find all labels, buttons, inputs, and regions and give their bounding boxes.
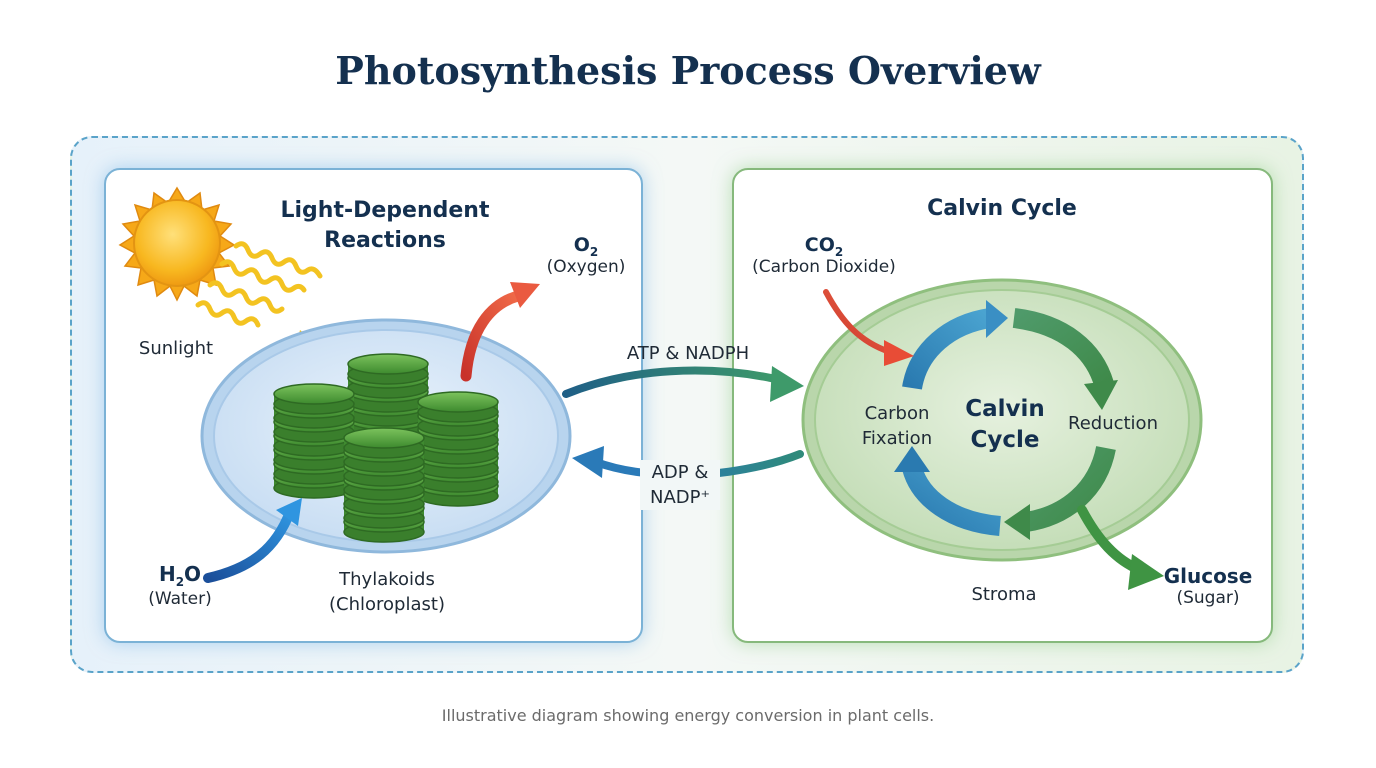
oxygen-formula: O2 [573, 234, 599, 259]
thylakoids-line2: (Chloroplast) [329, 594, 445, 615]
sun-icon [118, 186, 236, 302]
thylakoids-line1: Thylakoids [339, 569, 435, 590]
calvin-cycle-arrows [902, 308, 1116, 536]
carbon-fixation-line2: Fixation [861, 428, 933, 449]
thylakoids-label: Thylakoids (Chloroplast) [312, 567, 462, 617]
calvin-cycle-arrowheads [894, 300, 1118, 540]
calvin-cycle-heading: Calvin Cycle [927, 196, 1077, 221]
oxygen-name: (Oxygen) [546, 256, 626, 277]
carbon-dioxide-label: CO2 (Carbon Dioxide) [744, 234, 904, 277]
carbon-dioxide-formula: CO2 [804, 234, 844, 259]
granum-stack [417, 391, 499, 507]
thylakoid-stacks [273, 353, 499, 543]
calvin-center-line2: Cycle [970, 427, 1040, 453]
water-name: (Water) [148, 589, 212, 609]
thylakoid-disk [343, 427, 425, 449]
carbon-dioxide-name: (Carbon Dioxide) [752, 256, 896, 277]
adp-nadp-label: ADP & NADP⁺ [640, 460, 720, 510]
calvin-cycle-center-label: Calvin Cycle [950, 394, 1060, 456]
glucose-arrow [1077, 505, 1164, 590]
water-arrow [203, 498, 302, 583]
light-dependent-heading: Light-Dependent Reactions [270, 196, 500, 256]
page-title: Photosynthesis Process Overview [335, 48, 1041, 93]
granum-stack [273, 383, 355, 499]
calvin-center-line1: Calvin [965, 396, 1045, 422]
carbon-fixation-line1: Carbon [864, 403, 930, 424]
oxygen-arrow [460, 282, 540, 382]
glucose-label: Glucose (Sugar) [1156, 564, 1260, 608]
glucose-name: Glucose [1163, 564, 1253, 588]
thylakoid-disk [417, 391, 499, 413]
atp-nadph-label: ATP & NADPH [626, 343, 750, 364]
water-label: H2O (Water) [132, 562, 228, 609]
granum-stack [343, 427, 425, 543]
carbon-fixation-label: Carbon Fixation [852, 401, 942, 451]
sunlight-label: Sunlight [138, 338, 214, 359]
thylakoid-disk [347, 353, 429, 375]
water-formula: H2O [158, 562, 202, 589]
figure-caption: Illustrative diagram showing energy conv… [441, 706, 935, 725]
adp-nadp-line2: NADP⁺ [650, 487, 710, 508]
light-dependent-heading-line2: Reactions [324, 228, 446, 253]
light-dependent-heading-line1: Light-Dependent [280, 198, 490, 223]
atp-nadph-arrow [562, 366, 804, 402]
reduction-label: Reduction [1068, 413, 1158, 434]
carbon-dioxide-arrow [823, 289, 914, 366]
thylakoid-disk [273, 383, 355, 405]
stroma-label: Stroma [971, 584, 1037, 605]
sugar-name: (Sugar) [1176, 588, 1240, 608]
sunlight-rays [195, 241, 323, 328]
oxygen-label: O2 (Oxygen) [536, 234, 636, 277]
adp-nadp-line1: ADP & [651, 462, 709, 483]
